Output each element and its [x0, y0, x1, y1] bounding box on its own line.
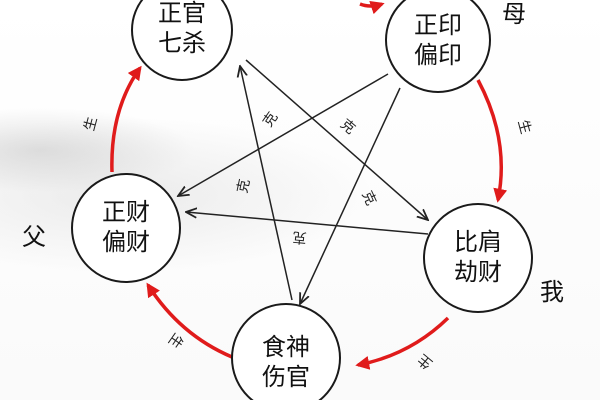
- node-top-right-line1: 正印: [414, 11, 462, 39]
- cycle-arrow-left-to-top: [110, 65, 142, 173]
- cycle-arrow-top-right-to-right: [476, 79, 508, 203]
- node-left-line1: 正财: [102, 198, 150, 226]
- node-left-line2: 偏财: [102, 228, 150, 256]
- label-self: 我: [540, 278, 564, 306]
- control-label-bottom-to-top: 克: [235, 178, 254, 195]
- control-arrow-top-right-to-bottom: [300, 87, 401, 304]
- cycle-label-left-to-top: 生: [82, 115, 101, 133]
- node-bottom-line1: 食神: [262, 333, 310, 361]
- control-label-right-to-left: 克: [292, 228, 307, 245]
- node-bottom-line2: 伤官: [262, 363, 310, 391]
- node-right-line2: 劫财: [454, 258, 502, 286]
- control-arrow-top-to-right: [245, 59, 428, 220]
- control-label-top-right-to-left: 克: [260, 109, 281, 130]
- cycle-label-right-to-bottom: 生: [415, 350, 436, 371]
- control-arrow-bottom-to-top: [240, 66, 293, 301]
- node-bottom: 食神 伤官: [231, 303, 341, 400]
- control-label-top-to-right: 克: [337, 116, 358, 137]
- node-top-right-line2: 偏印: [414, 41, 462, 69]
- node-right: 比肩 劫财: [423, 203, 533, 313]
- node-left: 正财 偏财: [71, 173, 181, 283]
- cycle-arrow-bottom-to-left: [146, 282, 233, 359]
- label-father: 父: [22, 223, 46, 251]
- control-label-top-right-to-bottom: 克: [358, 189, 378, 208]
- control-arrow-right-to-left: [186, 212, 429, 235]
- node-top-right: 正印 偏印: [385, 0, 491, 93]
- cycle-label-top-right-to-right: 生: [514, 118, 533, 136]
- cycle-label-bottom-to-left: 生: [165, 330, 186, 351]
- control-arrow-top-right-to-left: [178, 73, 389, 196]
- label-mother: 母: [502, 0, 526, 28]
- cycle-arrow-right-to-bottom: [355, 316, 450, 370]
- node-top-line2: 七杀: [158, 29, 206, 57]
- node-top-line1: 正官: [158, 0, 206, 27]
- node-top: 正官 七杀: [131, 0, 233, 81]
- node-right-line1: 比肩: [454, 228, 502, 256]
- cycle-arrow-top-to-top-right: [359, 0, 385, 15]
